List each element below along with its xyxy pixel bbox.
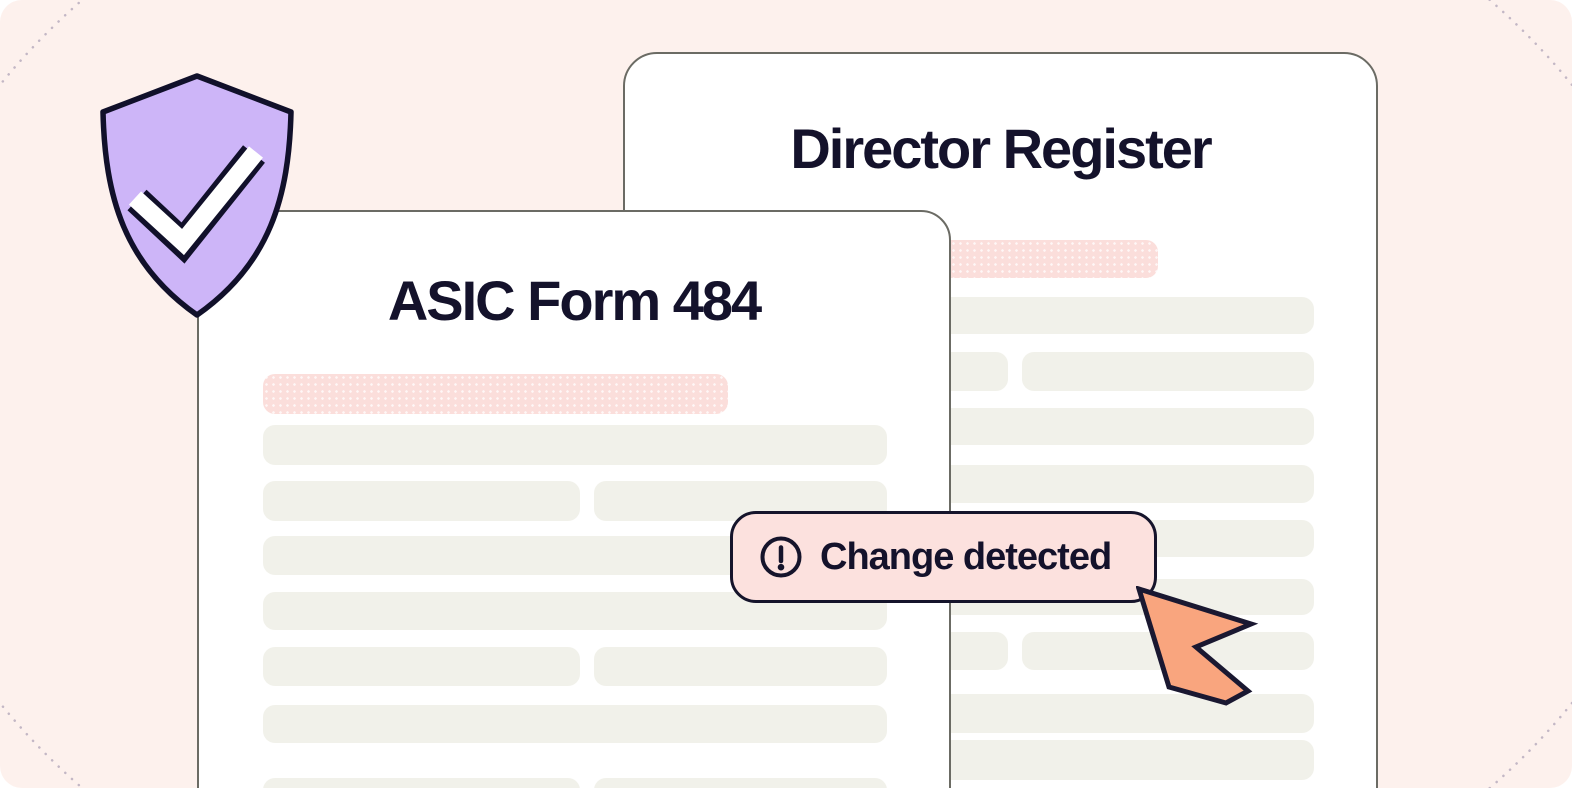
change-detected-badge[interactable]: Change detected: [730, 511, 1157, 603]
placeholder-bar: [594, 778, 887, 788]
placeholder-bar: [1022, 352, 1314, 391]
placeholder-bar: [263, 481, 580, 521]
shield-check-icon: [100, 73, 294, 318]
change-detected-label: Change detected: [820, 535, 1112, 578]
alert-circle-icon: [760, 536, 802, 578]
placeholder-bar: [263, 705, 887, 743]
placeholder-bar: [263, 425, 887, 465]
asic-form-card: ASIC Form 484: [197, 210, 951, 788]
asic-form-title: ASIC Form 484: [387, 269, 762, 332]
placeholder-bar-highlight: [263, 374, 728, 414]
placeholder-bar: [263, 647, 580, 686]
placeholder-bar: [263, 778, 580, 788]
cursor-pointer-icon: [1136, 586, 1259, 706]
director-register-title: Director Register: [790, 117, 1212, 180]
placeholder-bar: [594, 647, 887, 686]
asic-form-bars: [263, 212, 887, 788]
